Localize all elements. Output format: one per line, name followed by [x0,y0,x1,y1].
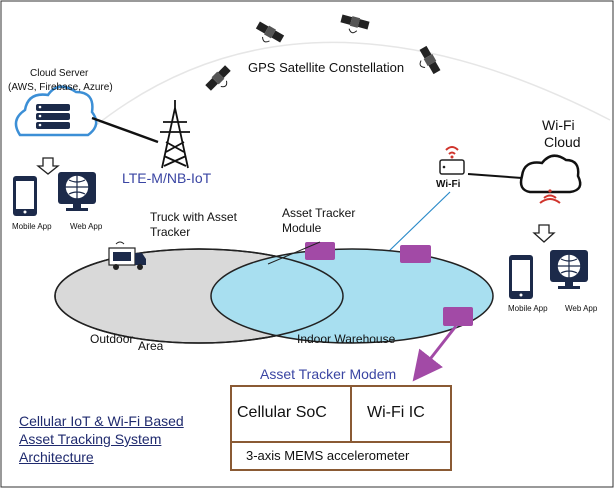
tracker-module [443,307,473,326]
wifi-router-label: Wi-Fi [436,179,461,190]
modem-title: Asset Tracker Modem [260,366,397,382]
outdoor-outline [54,248,344,344]
wifi-router-icon [439,146,465,175]
arch-title-line-1: Cellular IoT & Wi-Fi Based [19,413,184,429]
module-label-2: Module [282,221,322,235]
satellite-icon [205,65,231,91]
indoor-warehouse [210,248,494,344]
mobile-app-right-label: Mobile App [508,304,548,313]
mobile-app-left-label: Mobile App [12,222,52,231]
architecture-title: Cellular IoT & Wi-Fi Based Asset Trackin… [19,412,184,466]
web-app-left-label: Web App [70,222,103,231]
globe-icon [58,172,96,211]
indoor-label: Indoor Warehouse [297,332,396,346]
phone-icon [509,255,533,299]
wifi-cloud-label-2: Cloud [544,134,581,150]
satellite-icon [419,45,441,75]
globe-icon [550,250,588,289]
router-cloud-link [467,173,523,179]
truck-label-1: Truck with Asset [150,210,237,224]
wifi-ic-label: Wi-Fi IC [367,404,425,421]
phone-icon [13,176,37,216]
mems-label: 3-axis MEMS accelerometer [246,448,410,463]
down-arrow-left [36,157,60,175]
wifi-coverage-line [387,191,451,253]
cloud-tower-link [91,116,159,144]
module-pointer [267,241,321,265]
cloud-server-icon [14,85,98,137]
modem-box: Cellular SoC Wi-Fi IC 3-axis MEMS accele… [230,385,452,471]
cloud-server-sublabel: (AWS, Firebase, Azure) [8,82,113,93]
truck-icon [108,241,146,270]
module-label-1: Asset Tracker [282,206,356,220]
modem-arrow [412,325,458,382]
web-app-right-label: Web App [565,304,598,313]
tracker-module [305,242,335,260]
gps-label: GPS Satellite Constellation [248,60,405,75]
truck-label-2: Tracker [150,225,191,239]
lte-label: LTE-M/NB-IoT [122,170,212,186]
modem-horizontal-divider [232,441,450,443]
satellite-arc [89,41,611,131]
cloud-icon [519,154,582,204]
tracker-module [400,245,431,263]
area-label: Area [138,339,164,353]
satellite-icon [340,14,370,34]
cloud-server-label: Cloud Server [30,68,89,79]
modem-vertical-divider [350,387,352,441]
arch-title-line-2: Asset Tracking System [19,431,162,447]
wifi-cloud-label-1: Wi-Fi [542,117,575,133]
satellite-icon [255,21,285,43]
arch-title-line-3: Architecture [19,449,94,465]
cellular-soc-label: Cellular SoC [237,404,327,421]
down-arrow-right [532,224,556,243]
outdoor-label: Outdoor [90,332,134,346]
cell-tower-icon [160,100,190,169]
